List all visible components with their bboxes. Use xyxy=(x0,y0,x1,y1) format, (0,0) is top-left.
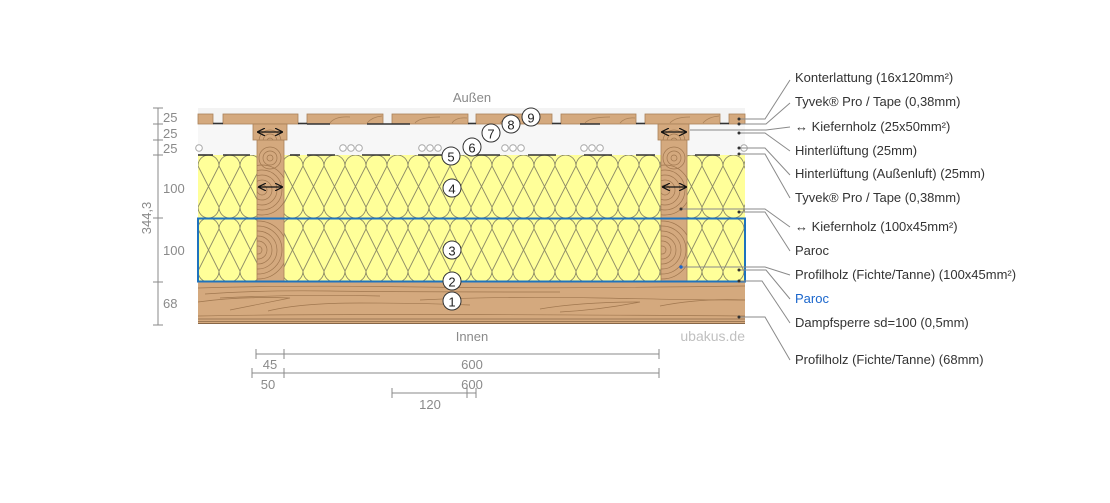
leader-line xyxy=(681,266,791,276)
layer-marker[interactable]: 1 xyxy=(442,291,462,311)
leader-line xyxy=(739,211,791,252)
layer-marker[interactable]: 5 xyxy=(441,146,461,166)
legend-item[interactable]: Profilholz (Fichte/Tanne) (100x45mm²) xyxy=(795,267,1016,283)
leader-line xyxy=(739,132,791,152)
legend-label: Hinterlüftung (Außenluft) (25mm) xyxy=(795,166,986,181)
leader-line xyxy=(739,147,791,176)
layer-thickness-label: 25 xyxy=(163,126,177,141)
leader-line xyxy=(739,79,791,120)
leader-line xyxy=(681,208,791,228)
width-dimension-label: 600 xyxy=(461,377,483,392)
layer-marker[interactable]: 3 xyxy=(442,240,462,260)
legend-label: Tyvek® Pro / Tape (0,38mm) xyxy=(795,190,961,205)
legend-label: ↔ Kiefernholz (100x45mm²) xyxy=(795,219,958,234)
inside-label: Innen xyxy=(456,329,489,344)
legend-item[interactable]: Dampfsperre sd=100 (0,5mm) xyxy=(795,315,969,331)
air-circles xyxy=(195,144,748,152)
leader-line xyxy=(739,316,791,361)
legend-item-active[interactable]: Paroc xyxy=(795,291,829,307)
width-dimensions xyxy=(251,349,660,398)
stud-right[interactable] xyxy=(633,139,691,283)
leader-line xyxy=(739,102,791,125)
tyvek-upper-line xyxy=(213,122,729,125)
marker-number: 8 xyxy=(507,118,514,133)
layer-marker[interactable]: 6 xyxy=(462,137,482,157)
marker-number: 3 xyxy=(448,244,455,259)
legend-item[interactable]: Paroc xyxy=(795,243,829,259)
leader-line xyxy=(690,126,791,131)
layer-marker[interactable]: 8 xyxy=(501,114,521,134)
board xyxy=(306,113,384,125)
legend-label: Profilholz (Fichte/Tanne) (100x45mm²) xyxy=(795,267,1017,282)
total-thickness-label: 344,3 xyxy=(139,202,154,235)
width-dimension-label: 120 xyxy=(419,397,441,412)
layer-marker[interactable]: 2 xyxy=(442,271,462,291)
leader-line xyxy=(739,280,791,324)
legend-item[interactable]: Konterlattung (16x120mm²) xyxy=(795,70,953,86)
thickness-dimension xyxy=(153,107,163,326)
legend-item[interactable]: Hinterlüftung (25mm) xyxy=(795,143,917,159)
legend-item[interactable]: Tyvek® Pro / Tape (0,38mm) xyxy=(795,94,960,110)
width-dimension-label: 45 xyxy=(263,357,277,372)
leader-dots xyxy=(679,117,741,319)
selected-layer-outline xyxy=(197,217,746,283)
board xyxy=(644,113,721,125)
marker-number: 5 xyxy=(447,150,454,165)
legend-label: Tyvek® Pro / Tape (0,38mm) xyxy=(795,94,961,109)
legend-label: Profilholz (Fichte/Tanne) (68mm) xyxy=(795,352,984,367)
legend-label: ↔ Kiefernholz (25x50mm²) xyxy=(795,119,951,134)
width-dimension-label: 50 xyxy=(261,377,275,392)
layer-thickness-label: 100 xyxy=(163,243,185,258)
marker-number: 1 xyxy=(448,295,455,310)
stud-left[interactable] xyxy=(229,139,287,283)
legend-item[interactable]: ↔ Kiefernholz (100x45mm²) xyxy=(795,219,958,235)
insulation-layer-lower[interactable] xyxy=(198,218,745,282)
legend-item[interactable]: Hinterlüftung (Außenluft) (25mm) xyxy=(795,166,985,182)
floor-board-layer[interactable] xyxy=(198,282,745,324)
legend-label: Hinterlüftung (25mm) xyxy=(795,143,918,158)
insulation-layer-upper[interactable] xyxy=(198,155,745,218)
layer-thickness-label: 100 xyxy=(163,181,185,196)
layer-thickness-label: 25 xyxy=(163,141,177,156)
board-grain xyxy=(329,115,720,124)
leader-line xyxy=(739,153,791,199)
marker-number: 7 xyxy=(487,127,494,142)
legend-item[interactable]: Tyvek® Pro / Tape (0,38mm) xyxy=(795,190,960,206)
board xyxy=(197,113,214,125)
marker-number: 9 xyxy=(527,111,534,126)
legend-item[interactable]: ↔ Kiefernholz (25x50mm²) xyxy=(795,119,950,135)
marker-number: 4 xyxy=(448,182,455,197)
outside-label: Außen xyxy=(453,90,491,105)
legend-label: Paroc xyxy=(795,243,829,258)
leader-lines xyxy=(681,79,791,361)
marker-number: 2 xyxy=(448,275,455,290)
layer-marker[interactable]: 9 xyxy=(521,107,541,127)
layer-thickness-label: 68 xyxy=(163,296,177,311)
layer-marker[interactable]: 4 xyxy=(442,178,462,198)
legend-label: Konterlattung (16x120mm²) xyxy=(795,70,954,85)
watermark: ubakus.de xyxy=(680,328,745,344)
legend-item[interactable]: Profilholz (Fichte/Tanne) (68mm) xyxy=(795,352,984,368)
legend-label: Dampfsperre sd=100 (0,5mm) xyxy=(795,315,969,330)
layer-thickness-label: 25 xyxy=(163,110,177,125)
board xyxy=(222,113,299,125)
layer-marker[interactable]: 7 xyxy=(481,123,501,143)
legend-label: Paroc xyxy=(795,291,829,306)
width-dimension-label: 600 xyxy=(461,357,483,372)
leader-line xyxy=(739,269,791,300)
board xyxy=(391,113,469,125)
marker-number: 6 xyxy=(468,141,475,156)
